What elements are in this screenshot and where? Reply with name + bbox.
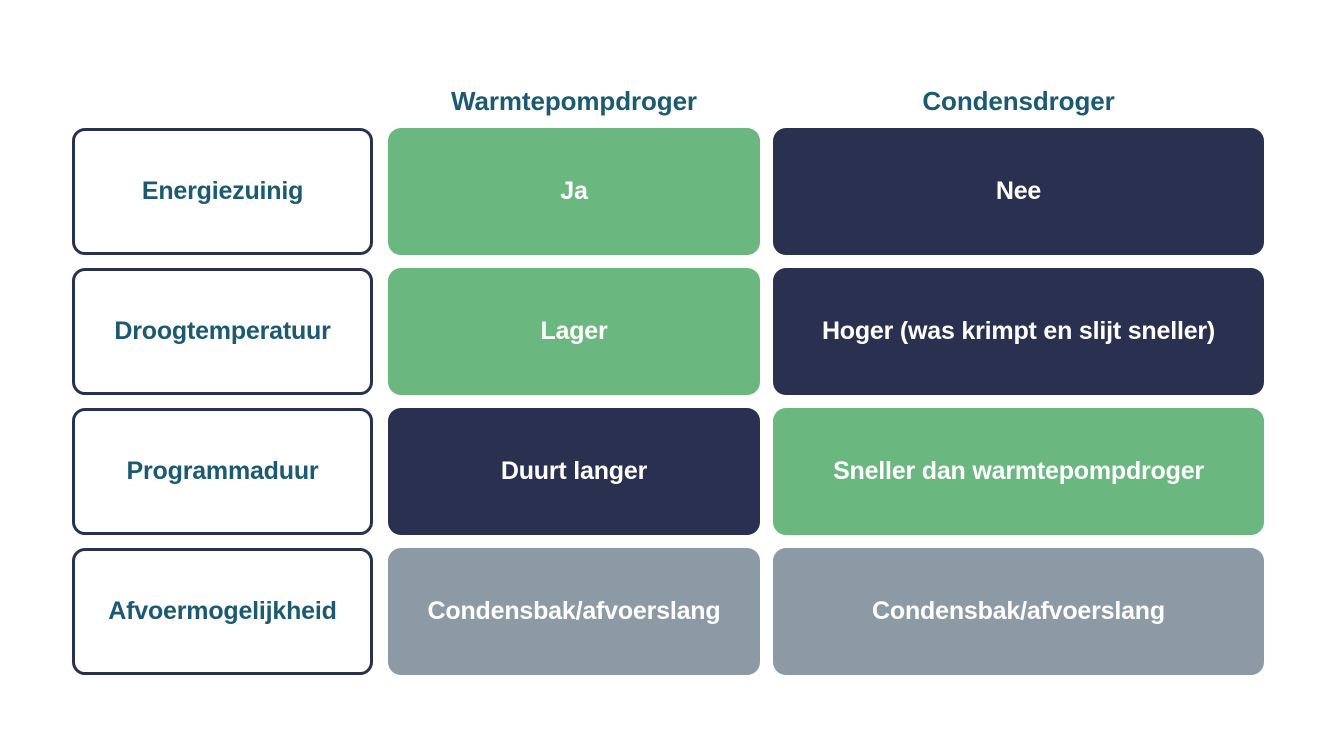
row-label-programmaduur: Programmaduur — [72, 408, 373, 535]
row-gap-1 — [373, 268, 388, 395]
cell-droogtemperatuur-condensdroger: Hoger (was krimpt en slijt sneller) — [773, 268, 1264, 395]
comparison-table: Warmtepompdroger Condensdroger Energiezu… — [72, 66, 1264, 675]
row-label-afvoermogelijkheid: Afvoermogelijkheid — [72, 548, 373, 675]
row-gap-2 — [760, 128, 773, 255]
row-gap-2 — [760, 548, 773, 675]
cell-energiezuinig-condensdroger: Nee — [773, 128, 1264, 255]
table-body: Energiezuinig Ja Nee Droogtemperatuur La… — [72, 128, 1264, 675]
cell-afvoermogelijkheid-warmtepompdroger: Condensbak/afvoerslang — [388, 548, 760, 675]
row-label-droogtemperatuur: Droogtemperatuur — [72, 268, 373, 395]
table-row: Afvoermogelijkheid Condensbak/afvoerslan… — [72, 548, 1264, 675]
table-row: Energiezuinig Ja Nee — [72, 128, 1264, 255]
row-gap-2 — [760, 408, 773, 535]
row-label-energiezuinig: Energiezuinig — [72, 128, 373, 255]
table-row: Droogtemperatuur Lager Hoger (was krimpt… — [72, 268, 1264, 395]
cell-programmaduur-condensdroger: Sneller dan warmtepompdroger — [773, 408, 1264, 535]
row-gap-1 — [373, 408, 388, 535]
row-gap-1 — [373, 548, 388, 675]
cell-droogtemperatuur-warmtepompdroger: Lager — [388, 268, 760, 395]
row-gap-1 — [373, 128, 388, 255]
column-header-warmtepompdroger: Warmtepompdroger — [451, 86, 697, 116]
table-header-row: Warmtepompdroger Condensdroger — [72, 66, 1264, 114]
table-row: Programmaduur Duurt langer Sneller dan w… — [72, 408, 1264, 535]
cell-afvoermogelijkheid-condensdroger: Condensbak/afvoerslang — [773, 548, 1264, 675]
row-gap-2 — [760, 268, 773, 395]
cell-energiezuinig-warmtepompdroger: Ja — [388, 128, 760, 255]
cell-programmaduur-warmtepompdroger: Duurt langer — [388, 408, 760, 535]
column-header-condensdroger: Condensdroger — [922, 86, 1115, 116]
